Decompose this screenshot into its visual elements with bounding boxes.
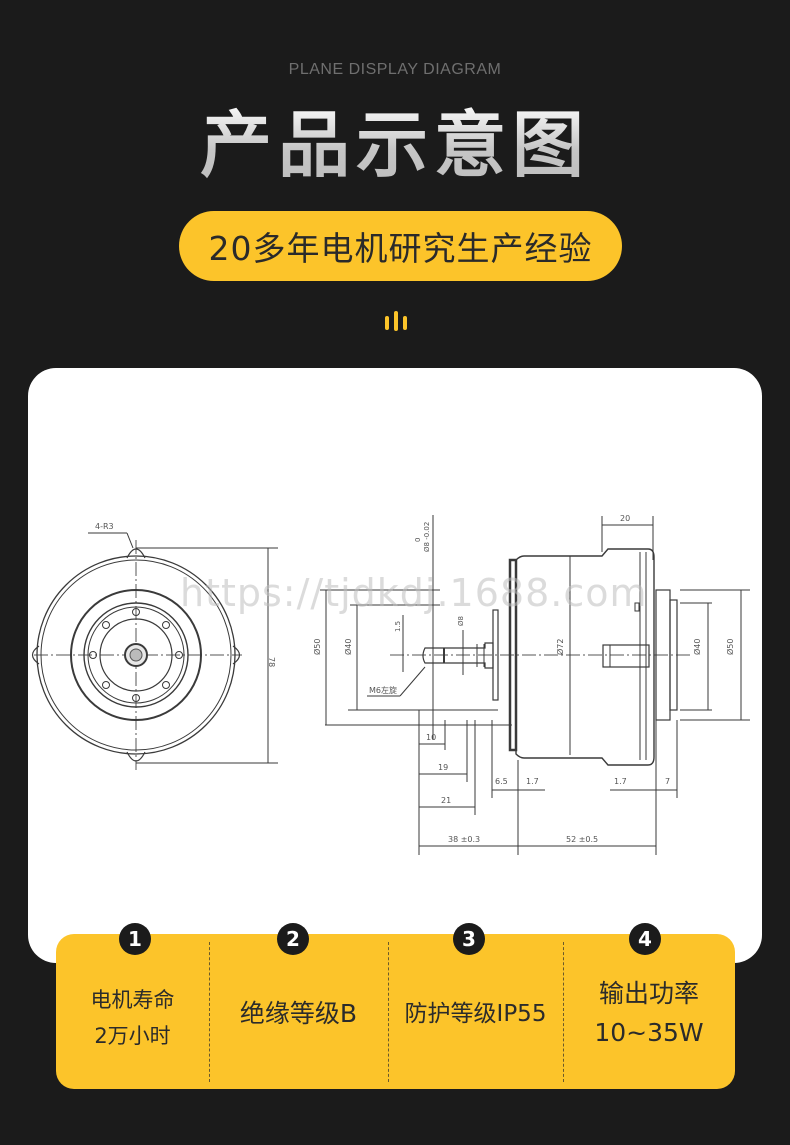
svg-text:78: 78 [267,657,276,667]
feature-divider [388,942,389,1082]
svg-text:Ø72: Ø72 [555,639,565,655]
feature-number-badge: 3 [453,923,485,955]
svg-text:10: 10 [426,733,436,742]
svg-text:Ø40: Ø40 [692,639,702,655]
feature-number-badge: 1 [119,923,151,955]
page-title: 产品示意图 [0,100,790,190]
svg-text:M6左旋: M6左旋 [369,685,397,695]
side-view: 20 Ø40 Ø50 Ø72 Ø50 Ø40 1.5 Ø8 Ø8 -0.02 0… [312,514,750,855]
svg-text:20: 20 [620,514,630,523]
feature-text-line-2: 10~35W [594,1018,704,1047]
feature-number-badge: 4 [629,923,661,955]
svg-text:4-R3: 4-R3 [95,522,114,531]
svg-text:1.7: 1.7 [526,777,539,786]
svg-text:19: 19 [438,763,448,772]
svg-text:1.5: 1.5 [394,621,402,632]
tagline-text: 20多年电机研究生产经验 [208,229,593,268]
feature-1: 1 电机寿命 2万小时 [56,923,209,1089]
svg-text:21: 21 [441,796,451,805]
feature-number-badge: 2 [277,923,309,955]
svg-text:Ø50: Ø50 [725,639,735,655]
svg-text:1.7: 1.7 [614,777,627,786]
svg-text:Ø8: Ø8 [457,616,465,626]
feature-4: 4 输出功率 10~35W [563,923,735,1089]
tagline-pill: 20多年电机研究生产经验 [179,211,622,281]
feature-text-line-1: 防护等级IP55 [404,1001,547,1027]
svg-text:38 ±0.3: 38 ±0.3 [448,835,480,844]
svg-text:0: 0 [414,538,422,542]
feature-text-line-1: 绝缘等级B [239,999,358,1028]
feature-2: 2 绝缘等级B [209,923,388,1089]
feature-text-line-1: 输出功率 [598,979,699,1008]
svg-text:6.5: 6.5 [495,777,508,786]
feature-text-line-1: 电机寿命 [90,988,175,1012]
bars-icon [385,311,411,331]
svg-text:7: 7 [665,777,670,786]
svg-text:Ø50: Ø50 [312,639,322,655]
watermark: https://tjdkdj.1688.com [180,571,648,615]
features-bar: 1 电机寿命 2万小时 2 绝缘等级B 3 防护等级IP55 4 输出功率 10… [56,923,735,1089]
subtitle: PLANE DISPLAY DIAGRAM [288,61,502,78]
feature-3: 3 防护等级IP55 [388,923,563,1089]
svg-text:Ø40: Ø40 [343,639,353,655]
feature-text-line-2: 2万小时 [94,1024,171,1048]
feature-divider [563,942,564,1082]
front-view: 4-R3 78 [31,522,278,770]
feature-divider [209,942,210,1082]
svg-text:Ø8 -0.02: Ø8 -0.02 [423,522,431,552]
svg-text:52 ±0.5: 52 ±0.5 [566,835,598,844]
